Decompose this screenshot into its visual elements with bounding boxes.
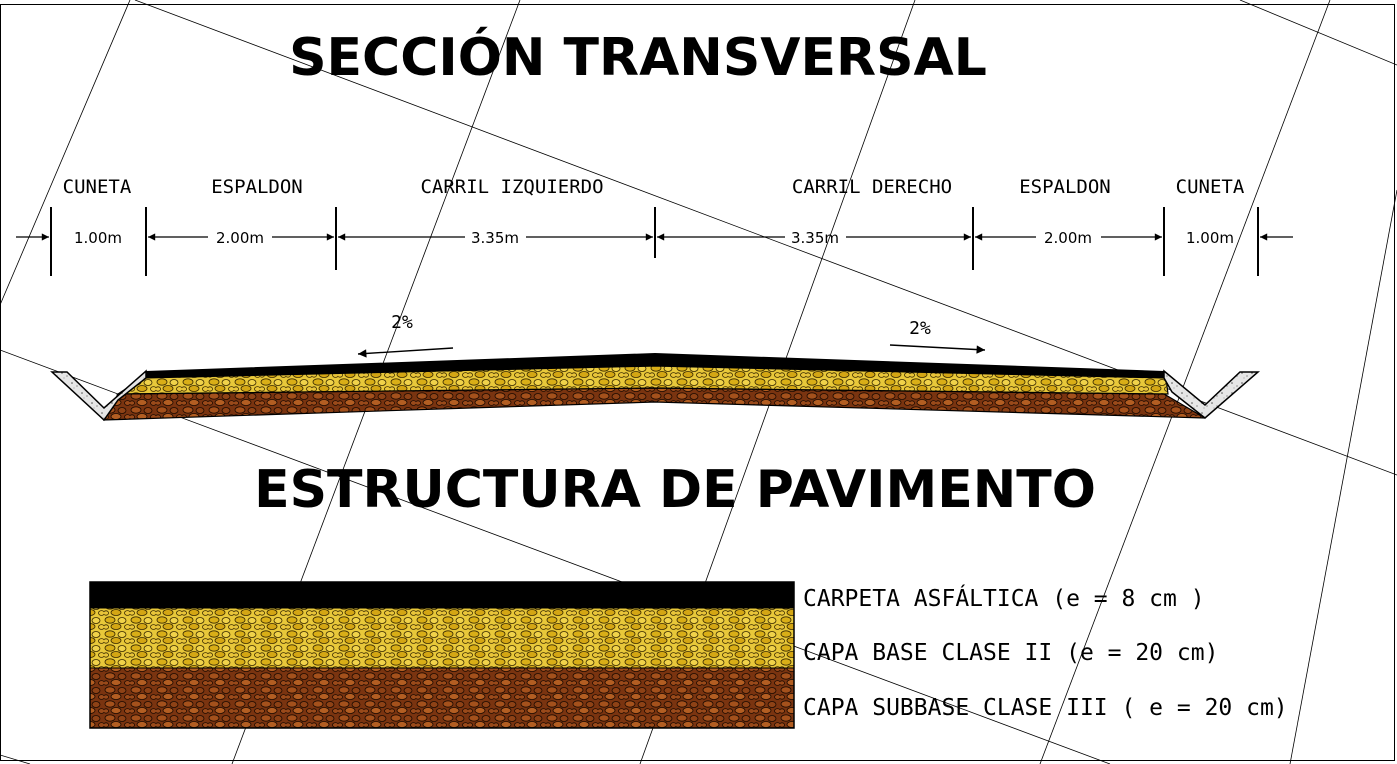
slope-left: 2% [357,312,454,358]
gutter-left [50,369,147,422]
layer-asphalt-block [90,582,794,608]
dim-cuneta-left: 1.00m [74,229,122,247]
layer-legend: CARPETA ASFÁLTICA (e = 8 cm ) CAPA BASE … [803,584,1288,721]
section-title: SECCIÓN TRANSVERSAL [289,26,987,88]
slope-right-arrow [889,344,986,354]
zone-label-carril-izquierdo: CARRIL IZQUIERDO [420,176,603,198]
asphalt-section [142,353,1166,378]
slope-right: 2% [889,318,986,354]
zone-label-carril-derecho: CARRIL DERECHO [792,176,952,198]
dim-espaldon-left: 2.00m [216,229,264,247]
slope-left-arrow [357,347,454,358]
road-cross-section [50,353,1261,422]
legend-base: CAPA BASE CLASE II (e = 20 cm) [803,640,1218,666]
slope-right-label: 2% [909,318,931,339]
dim-cuneta-right: 1.00m [1186,229,1234,247]
slope-left-label: 2% [391,312,413,333]
zone-labels: CUNETA ESPALDON CARRIL IZQUIERDO CARRIL … [63,176,1245,198]
gutter-right [1163,369,1261,419]
layer-subbase-block [89,667,795,729]
zone-label-espaldon-right: ESPALDON [1019,176,1111,198]
layer-base-block [89,607,795,669]
dimension-values: 1.00m 2.00m 3.35m 3.35m 2.00m 1.00m [74,229,1234,247]
legend-subbase: CAPA SUBBASE CLASE III ( e = 20 cm) [803,695,1288,721]
sheet-border [0,4,1395,761]
dimension-ticks [50,207,1259,276]
dim-espaldon-right: 2.00m [1044,229,1092,247]
dim-carril-derecho: 3.35m [791,229,839,247]
zone-label-cuneta-left: CUNETA [63,176,132,198]
zone-label-espaldon-left: ESPALDON [211,176,303,198]
dim-carril-izquierdo: 3.35m [471,229,519,247]
zone-label-cuneta-right: CUNETA [1176,176,1245,198]
structure-title: ESTRUCTURA DE PAVIMENTO [254,460,1096,520]
legend-asphalt: CARPETA ASFÁLTICA (e = 8 cm ) [803,584,1205,612]
pavement-structure [89,581,795,729]
